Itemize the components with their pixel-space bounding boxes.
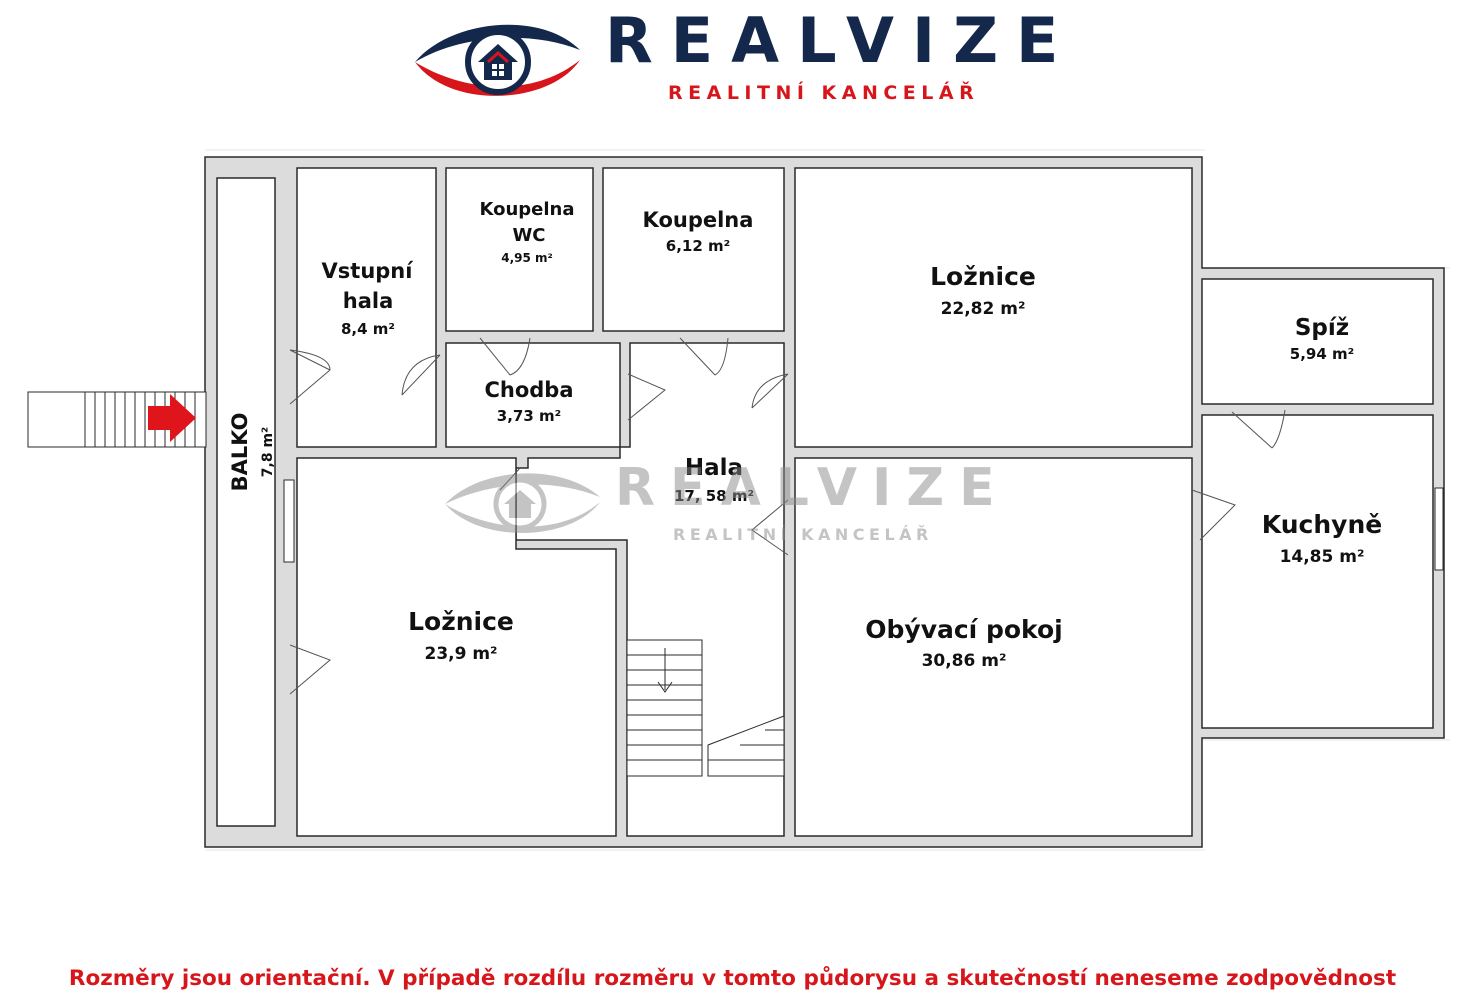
vstupni-hala-area: 8,4 m² [341,320,395,338]
disclaimer-text: Rozměry jsou orientační. V případě rozdí… [68,966,1397,991]
koupelna-area: 6,12 m² [666,237,730,255]
brand-logo-icon [415,24,580,96]
entrance-arrow-icon [148,394,196,442]
obyvaci-pokoj-room [794,457,1193,837]
balko-room [216,177,276,827]
chodba-name: Chodba [484,378,573,402]
brand-tagline: REALITNÍ KANCELÁŘ [668,82,980,104]
loznice-bottom-area: 23,9 m² [424,644,497,664]
obyvaci-pokoj-area: 30,86 m² [922,651,1007,671]
obyvaci-pokoj-name: Obývací pokoj [865,615,1062,644]
balko-name: BALKO [228,413,252,492]
brand-name: REALVIZE [605,4,1077,77]
vstupni-hala-name-2: hala [343,289,394,313]
spiz-room [1201,278,1434,405]
spiz-area: 5,94 m² [1290,345,1354,363]
koupelna-wc-name-2: WC [512,225,545,246]
windows [283,479,1444,571]
watermark-tagline: REALITNÍ KANCELÁŘ [673,525,933,544]
kuchyne-name: Kuchyně [1262,510,1382,539]
watermark-logo-icon [445,473,600,534]
chodba-area: 3,73 m² [497,407,561,425]
loznice-bottom-room [296,457,617,837]
spiz-name: Spíž [1295,315,1349,341]
koupelna-wc-name-1: Koupelna [479,199,574,220]
kuchyne-room [1201,414,1434,729]
vstupni-hala-name-1: Vstupní [322,259,415,283]
koupelna-wc-area: 4,95 m² [501,251,553,265]
stairs-down-arrow-icon [657,648,673,693]
balko-area: 7,8 m² [260,427,276,477]
loznice-bottom-name: Ložnice [408,607,514,636]
koupelna-wc-room [445,167,594,332]
hala-area: 17, 58 m² [674,487,754,505]
door-swings [289,337,1286,695]
loznice-top-room [794,167,1193,448]
loznice-top-area: 22,82 m² [941,299,1026,319]
loznice-top-name: Ložnice [930,262,1036,291]
chodba-room [445,342,621,448]
koupelna-name: Koupelna [643,208,754,232]
watermark-brand: REALVIZE [615,458,1010,518]
kuchyne-area: 14,85 m² [1280,547,1365,567]
koupelna-room [602,167,785,332]
hala-name: Hala [685,455,743,481]
vstupni-hala-room [296,167,437,448]
